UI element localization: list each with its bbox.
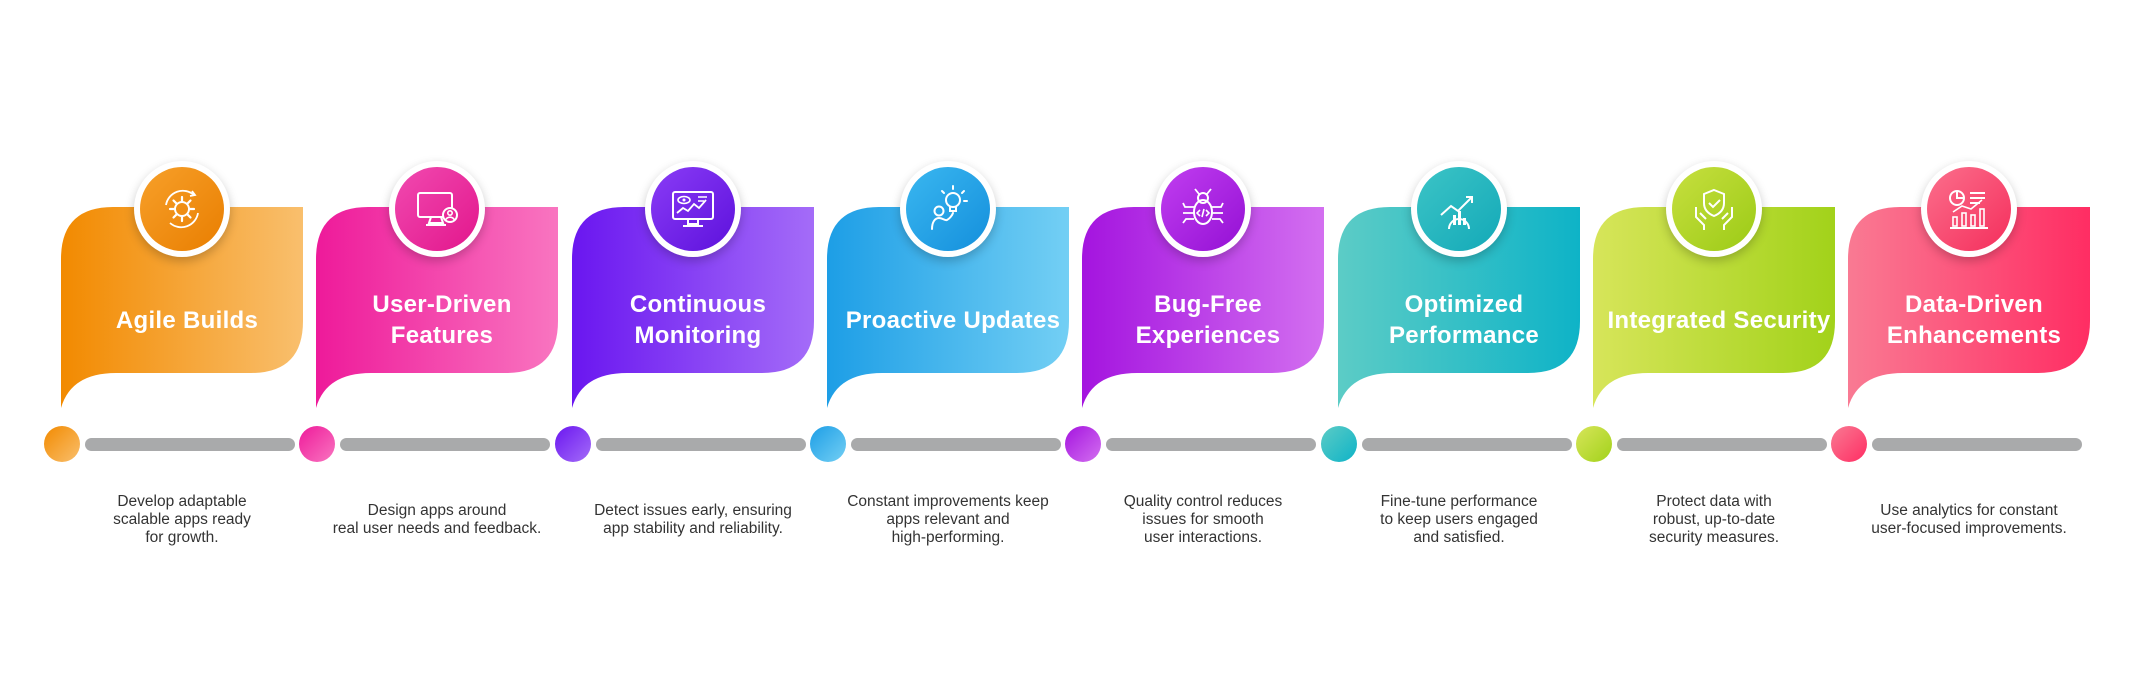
card-shape [1338,207,1580,408]
step-icon-badge [134,161,230,257]
step-description-text: Fine-tune performance to keep users enga… [1380,493,1538,546]
step-description: Detect issues early, ensuring app stabil… [568,470,818,570]
step-description: Quality control reduces issues for smoot… [1078,470,1328,570]
card-shape [827,207,1069,408]
timeline-dot [1065,426,1101,462]
step-icon-badge [389,161,485,257]
step-icon-badge [1666,161,1762,257]
step-title: Continuous Monitoring [629,291,767,349]
step-icon-badge [645,161,741,257]
step-card [1338,207,1580,408]
monitor-analytics-icon [672,191,714,227]
card-shape [316,207,558,408]
timeline-connector [1872,438,2082,451]
timeline-connector [1106,438,1316,451]
step-icon-badge [1155,161,1251,257]
step-title: Optimized Performance [1388,291,1540,349]
step-card [827,207,1069,408]
step-card [572,207,814,408]
step-title: Bug-Free Experiences [1135,291,1281,349]
gear-cycle-icon [165,189,199,229]
step-title: Data-Driven Enhancements [1886,291,2062,349]
step-description-text: Quality control reduces issues for smoot… [1123,493,1283,546]
bug-code-icon [1182,188,1224,225]
step-card [61,207,303,408]
timeline-connector [85,438,295,451]
timeline-dot [299,426,335,462]
idea-person-icon [931,185,968,230]
step-description-text: Protect data with robust, up-to-date sec… [1648,493,1780,546]
step-description: Fine-tune performance to keep users enga… [1334,470,1584,570]
analytics-chart-icon [1949,190,1988,229]
step-card [1082,207,1324,408]
step-card [316,207,558,408]
card-shape [1082,207,1324,408]
timeline-connector [1617,438,1827,451]
step-description: Design apps around real user needs and f… [312,470,562,570]
step-description: Protect data with robust, up-to-date sec… [1589,470,1839,570]
step-icon-badge [1411,161,1507,257]
card-shape [61,207,303,408]
timeline-dot [555,426,591,462]
step-title: Proactive Updates [845,306,1061,334]
step-description-text: Constant improvements keep apps relevant… [847,493,1049,546]
timeline-connector [340,438,550,451]
step-description: Develop adaptable scalable apps ready fo… [57,470,307,570]
step-icon-badge [900,161,996,257]
step-description: Constant improvements keep apps relevant… [823,470,1073,570]
step-description-text: Use analytics for constant user-focused … [1871,502,2067,537]
monitor-user-icon [417,192,458,226]
step-title: Integrated Security [1607,306,1831,334]
card-shape [572,207,814,408]
shield-hands-icon [1695,188,1733,230]
timeline-connector [1362,438,1572,451]
timeline-dot [1321,426,1357,462]
step-description-text: Detect issues early, ensuring app stabil… [594,502,792,537]
card-shape [1848,207,2090,408]
step-description-text: Develop adaptable scalable apps ready fo… [113,493,251,546]
timeline-dot [1831,426,1867,462]
timeline-dot [810,426,846,462]
step-card [1848,207,2090,408]
timeline-connector [596,438,806,451]
timeline-dot [1576,426,1612,462]
step-title: User-Driven Features [372,291,512,349]
timeline-connector [851,438,1061,451]
card-shape [1593,207,1835,408]
step-title: Agile Builds [115,306,259,334]
step-icon-badge [1921,161,2017,257]
growth-gear-icon [1440,196,1473,230]
step-description: Use analytics for constant user-focused … [1844,470,2094,570]
step-description-text: Design apps around real user needs and f… [332,502,542,537]
timeline-dot [44,426,80,462]
step-card [1593,207,1835,408]
